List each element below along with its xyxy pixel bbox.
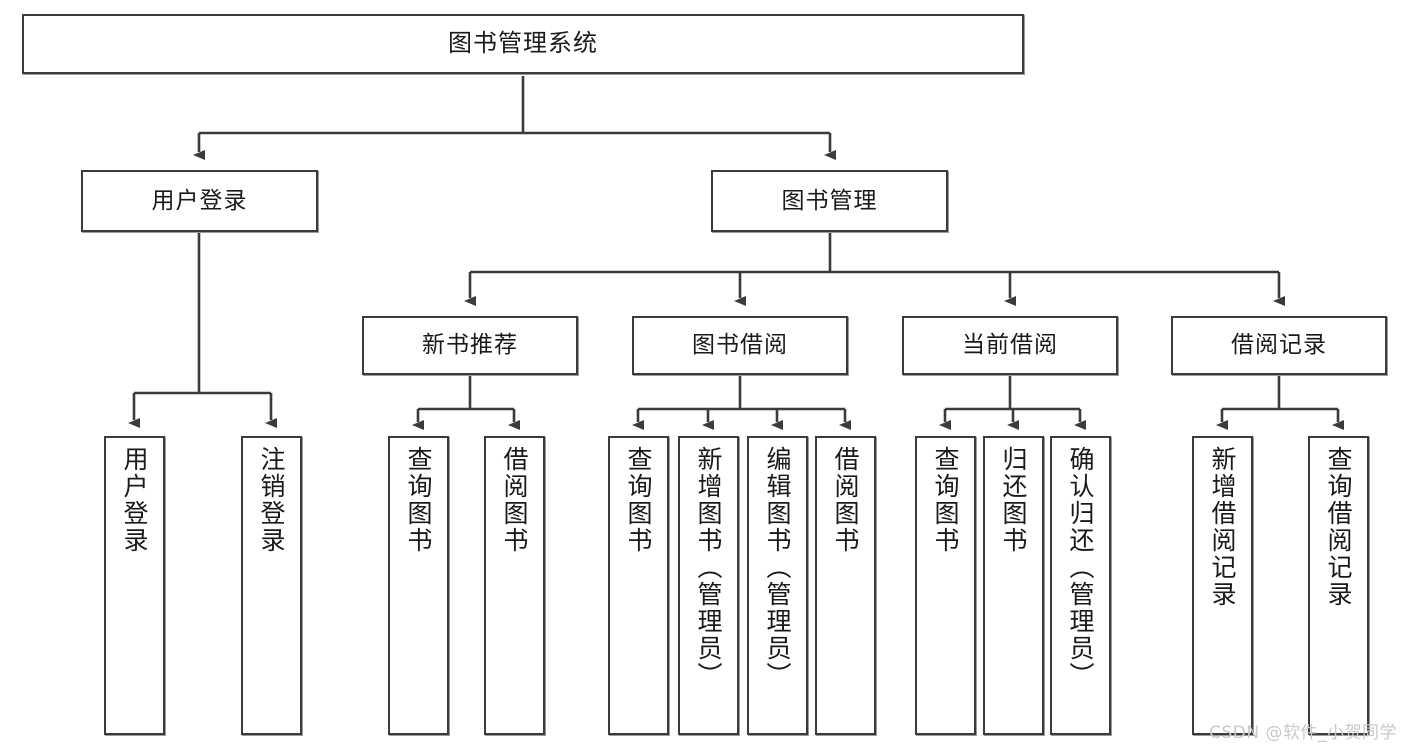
node-label: 查询图书	[404, 446, 433, 554]
node-label: 图书借阅	[692, 332, 788, 359]
leaf-edit-book-admin[interactable]: 编辑图书（管理员）	[747, 436, 808, 735]
node-label: 用户登录	[151, 187, 248, 214]
watermark: CSDN @软件_小贺同学	[1209, 723, 1397, 743]
leaf-query-books-borrow[interactable]: 查询图书	[608, 436, 669, 735]
leaf-query-books-recommend[interactable]: 查询图书	[388, 436, 449, 735]
leaf-query-borrow-record[interactable]: 查询借阅记录	[1308, 436, 1369, 735]
node-new-book-recommend[interactable]: 新书推荐	[362, 316, 578, 375]
node-label: 归还图书	[999, 446, 1028, 554]
node-label: 查询图书	[931, 446, 960, 554]
leaf-confirm-return-admin[interactable]: 确认归还（管理员）	[1050, 436, 1111, 735]
node-label: 图书管理	[781, 187, 878, 214]
leaf-add-book-admin[interactable]: 新增图书（管理员）	[678, 436, 739, 735]
leaf-logout[interactable]: 注销登录	[241, 436, 302, 735]
node-label: 新书推荐	[422, 332, 518, 359]
leaf-borrow-books-recommend[interactable]: 借阅图书	[484, 436, 545, 735]
node-borrow-record[interactable]: 借阅记录	[1171, 316, 1387, 375]
node-label: 借阅图书	[500, 446, 529, 554]
node-label: 注销登录	[257, 446, 286, 554]
node-label: 确认归还（管理员）	[1066, 446, 1095, 689]
node-label: 查询图书	[624, 446, 653, 554]
node-label: 新增图书（管理员）	[694, 446, 723, 689]
node-label: 编辑图书（管理员）	[763, 446, 792, 689]
node-label: 新增借阅记录	[1208, 446, 1237, 608]
leaf-return-books[interactable]: 归还图书	[983, 436, 1044, 735]
leaf-borrow-books[interactable]: 借阅图书	[815, 436, 876, 735]
node-label: 借阅图书	[831, 446, 860, 554]
node-label: 查询借阅记录	[1324, 446, 1353, 608]
node-root-library-management-system[interactable]: 图书管理系统	[22, 14, 1024, 74]
node-label: 当前借阅	[962, 332, 1058, 359]
node-user-login[interactable]: 用户登录	[81, 170, 318, 232]
leaf-query-books-current[interactable]: 查询图书	[915, 436, 976, 735]
node-current-borrow[interactable]: 当前借阅	[902, 316, 1118, 375]
node-book-management[interactable]: 图书管理	[711, 170, 948, 232]
leaf-user-login[interactable]: 用户登录	[104, 436, 165, 735]
node-label: 借阅记录	[1231, 332, 1327, 359]
leaf-add-borrow-record[interactable]: 新增借阅记录	[1192, 436, 1253, 735]
node-label: 用户登录	[120, 446, 149, 554]
node-book-borrow[interactable]: 图书借阅	[632, 316, 848, 375]
node-label: 图书管理系统	[448, 29, 598, 58]
